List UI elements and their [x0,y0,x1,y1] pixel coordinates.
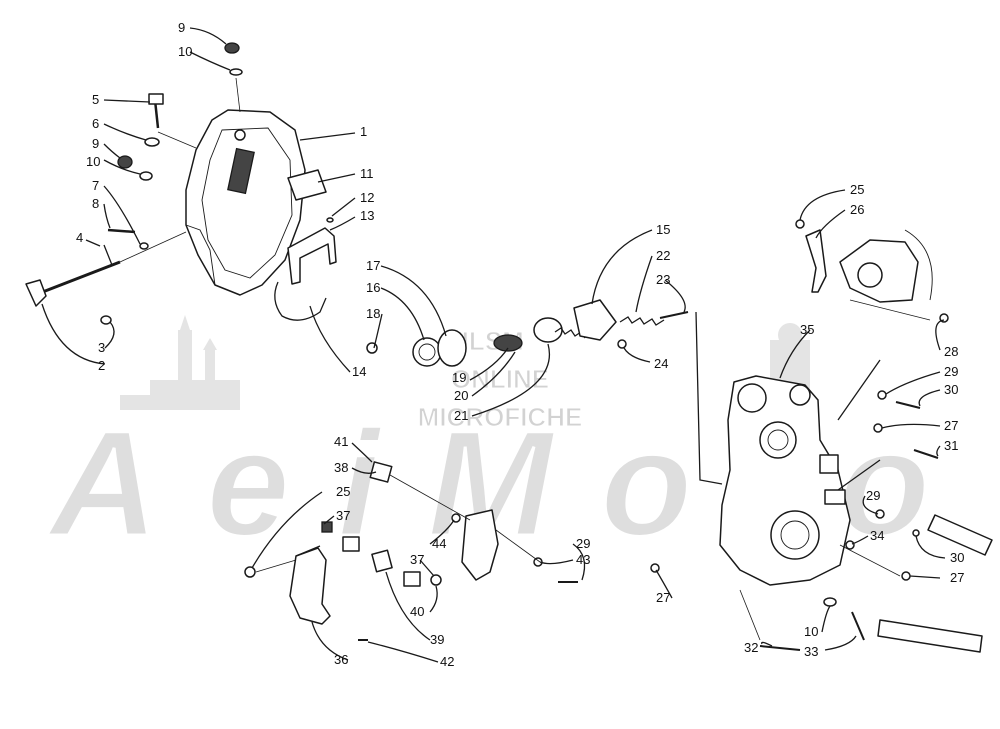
callout-25: 25 [336,484,350,499]
lever [25,244,121,307]
callout-27: 27 [950,570,964,585]
callout-12: 12 [360,190,374,205]
callout-13: 13 [360,208,374,223]
callout-25: 25 [850,182,864,197]
callout-39: 39 [430,632,444,647]
callout-43: 43 [576,552,590,567]
watermark-line-2: ONLINE [451,364,549,394]
assembly-axes [119,77,931,641]
callout-37: 37 [336,508,350,523]
output-shafts [759,514,993,653]
callout-29: 29 [944,364,958,379]
handle [287,227,337,285]
inspection-plate [287,169,327,201]
callout-17: 17 [366,258,380,273]
tensioner-assembly [366,299,689,367]
callout-10: 10 [86,154,100,169]
callout-18: 18 [366,306,380,321]
callout-30: 30 [944,382,958,397]
callout-3: 3 [98,340,105,355]
callout-22: 22 [656,248,670,263]
callout-38: 38 [334,460,348,475]
callout-14: 14 [352,364,366,379]
callout-19: 19 [452,370,466,385]
callout-31: 31 [944,438,958,453]
callout-27: 27 [944,418,958,433]
callout-28: 28 [944,344,958,359]
callout-24: 24 [654,356,668,371]
callout-29: 29 [576,536,590,551]
leader-lines [41,27,946,663]
callout-8: 8 [92,196,99,211]
callout-7: 7 [92,178,99,193]
callout-23: 23 [656,272,670,287]
watermark-skyline [120,315,810,410]
callout-5: 5 [92,92,99,107]
callout-10: 10 [804,624,818,639]
callout-1: 1 [360,124,367,139]
seal [274,281,327,321]
callout-labels: 9105691078432111121314171618192021152223… [76,20,964,669]
callout-40: 40 [410,604,424,619]
callout-27: 27 [656,590,670,605]
callout-42: 42 [440,654,454,669]
chaincase-cover [185,109,306,296]
callout-29: 29 [866,488,880,503]
callout-34: 34 [870,528,884,543]
watermark-line-3: MICROFICHE [418,402,583,432]
callout-9: 9 [178,20,185,35]
fasteners-upper-left [100,42,334,325]
callout-16: 16 [366,280,380,295]
callout-41: 41 [334,434,348,449]
callout-37: 37 [410,552,424,567]
callout-20: 20 [454,388,468,403]
callout-11: 11 [360,166,374,181]
right-fasteners [650,313,949,581]
callout-21: 21 [454,408,468,423]
callout-10: 10 [178,44,192,59]
callout-6: 6 [92,116,99,131]
callout-4: 4 [76,230,83,245]
gearcase-housing [719,375,851,586]
callout-33: 33 [804,644,818,659]
callout-35: 35 [800,322,814,337]
callout-2: 2 [98,358,105,373]
callout-9: 9 [92,136,99,151]
callout-44: 44 [432,536,446,551]
callout-36: 36 [334,652,348,667]
reverse-bracket-assembly [244,461,578,641]
callout-30: 30 [950,550,964,565]
callout-26: 26 [850,202,864,217]
brake-disc [795,219,933,303]
callout-15: 15 [656,222,670,237]
callout-32: 32 [744,640,758,655]
